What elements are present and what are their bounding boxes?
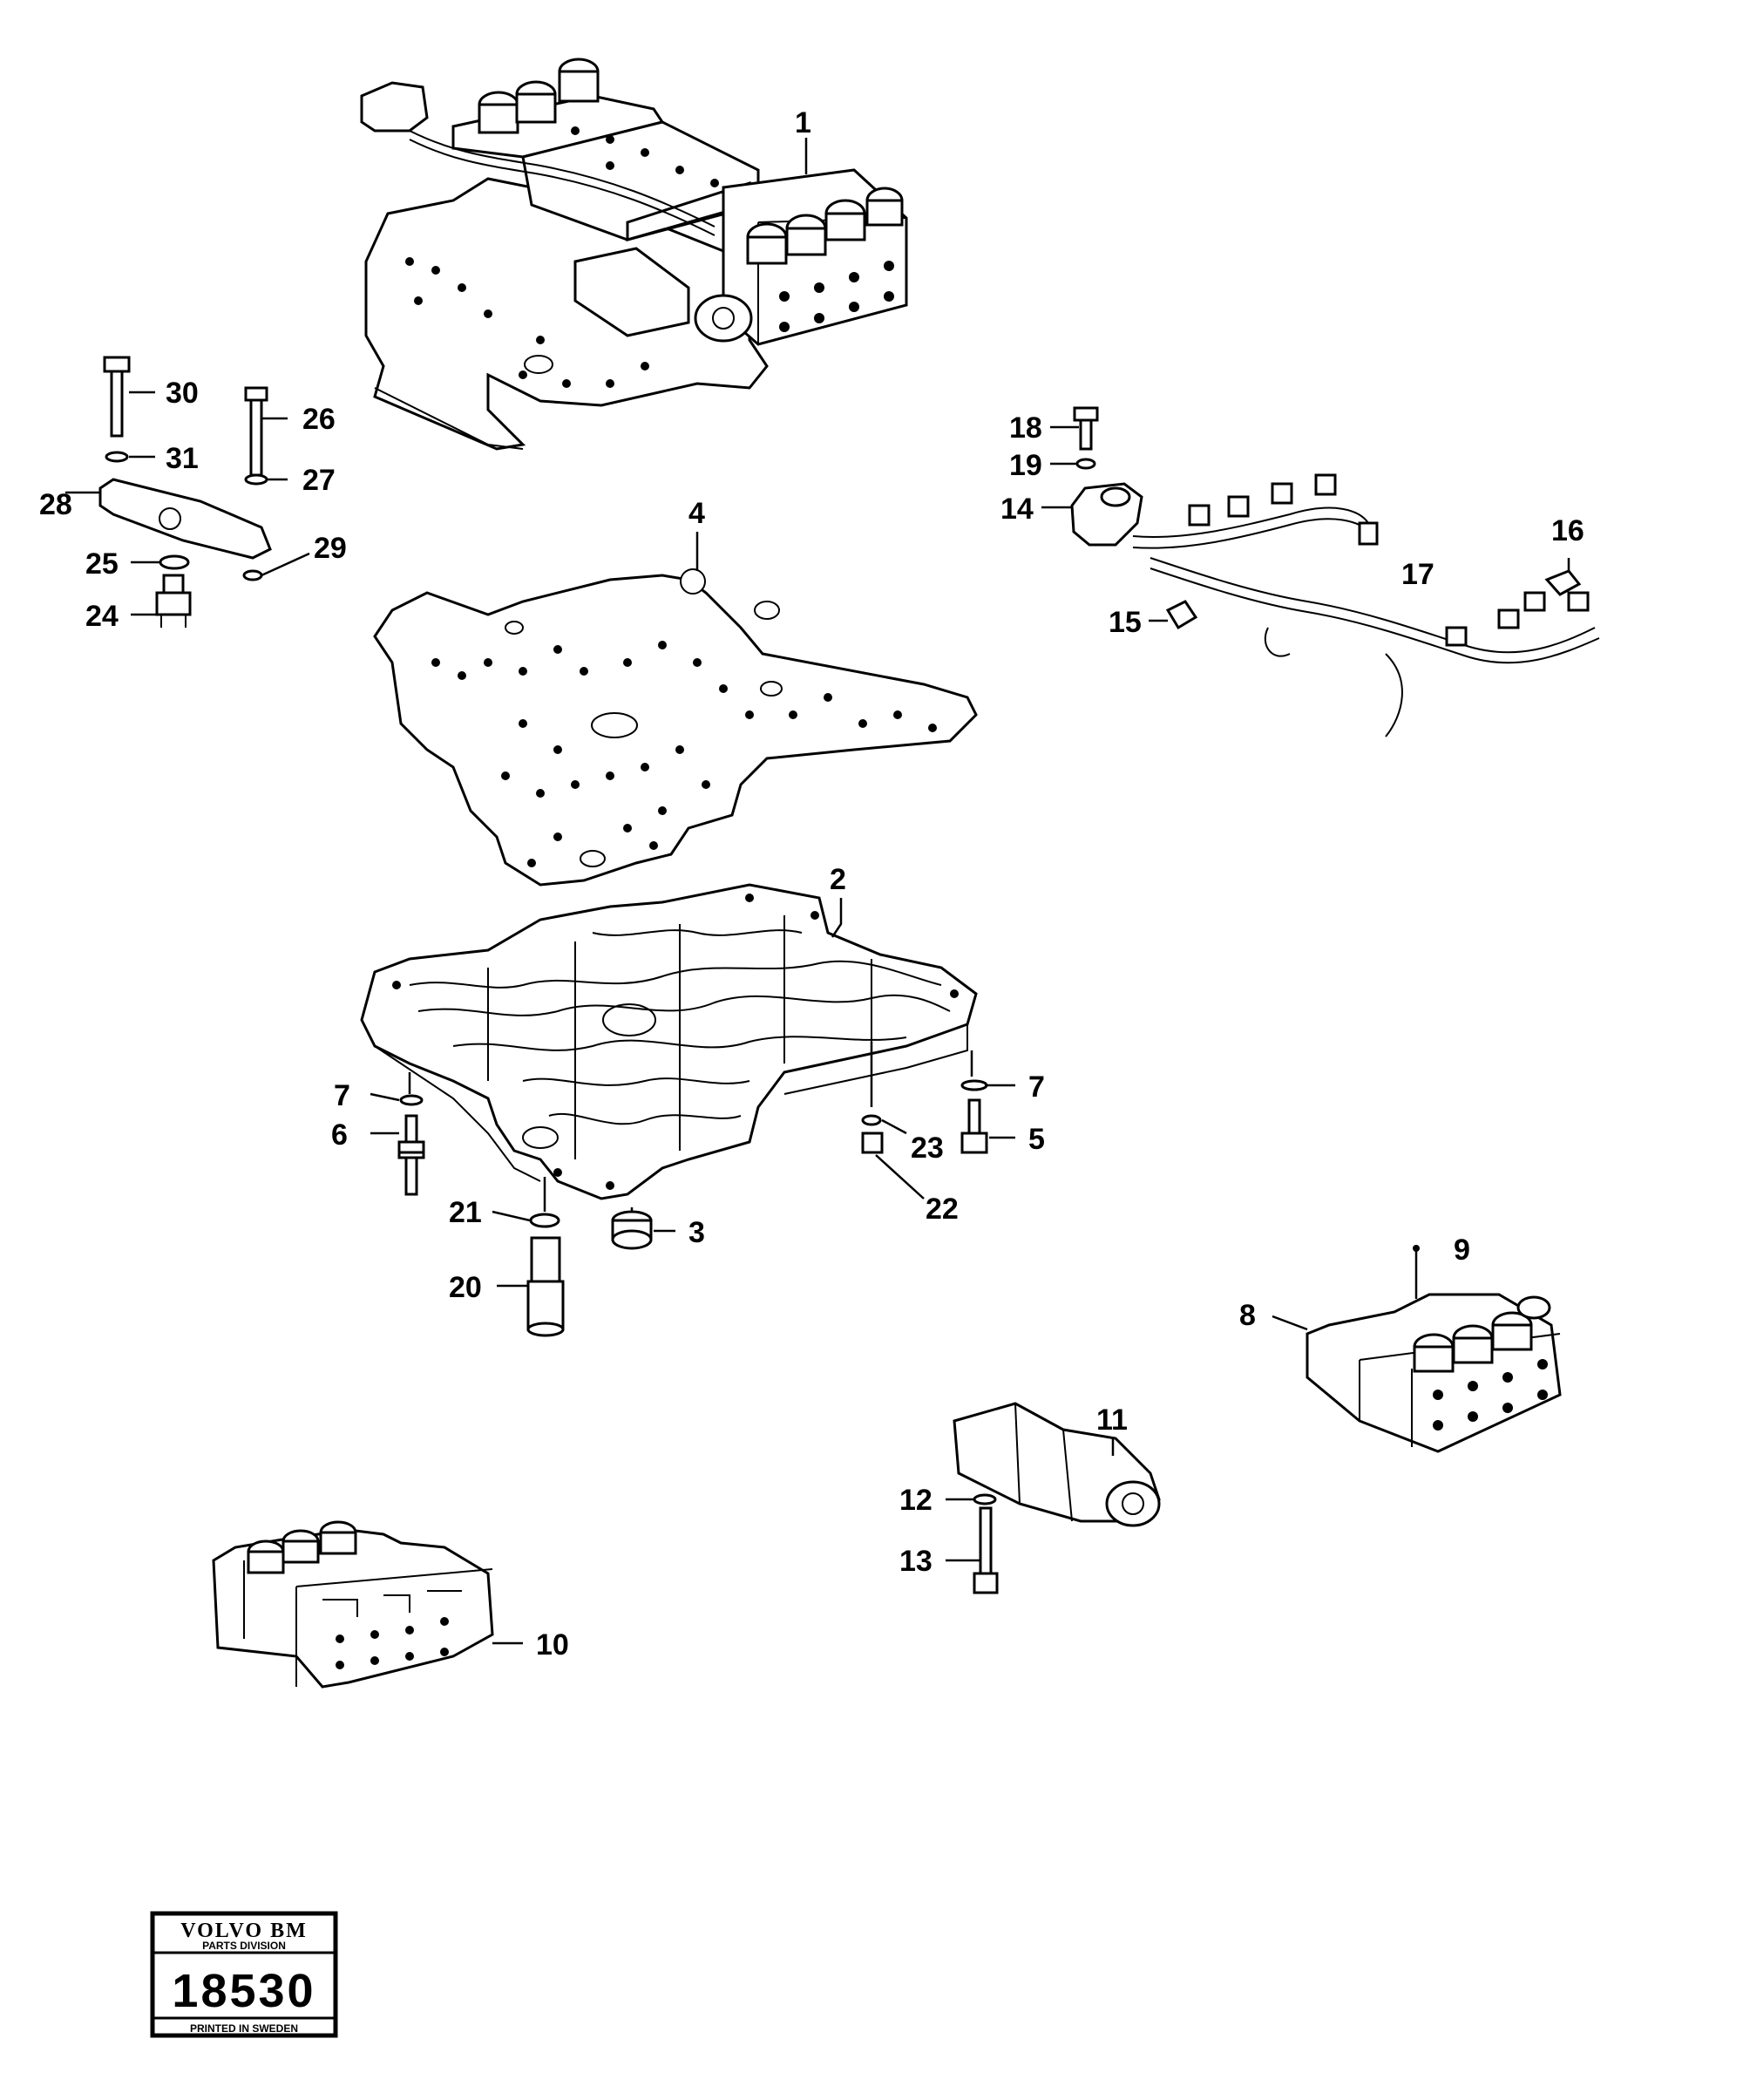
callout-22: 22 [926, 1193, 959, 1226]
separator-plate [373, 532, 978, 887]
callout-31: 31 [166, 442, 199, 475]
plug-22-23 [861, 1042, 925, 1200]
callout-15: 15 [1109, 606, 1142, 639]
callout-7b: 7 [1028, 1070, 1045, 1104]
lower-valve-block [212, 1520, 523, 1689]
callout-18: 18 [1009, 411, 1042, 445]
wiring-harness [1041, 406, 1600, 737]
callout-17: 17 [1401, 558, 1434, 591]
solenoid-valve [946, 1402, 1161, 1594]
callout-25: 25 [85, 547, 119, 581]
callout-16: 16 [1551, 514, 1584, 547]
right-valve-block [1272, 1245, 1562, 1453]
callout-6: 6 [331, 1118, 348, 1152]
stamp-number: 18530 [172, 1965, 315, 2017]
bolt-left [370, 1072, 425, 1196]
callout-23: 23 [911, 1132, 944, 1165]
callout-19: 19 [1009, 449, 1042, 482]
callout-24: 24 [85, 600, 119, 633]
callout-29: 29 [314, 532, 347, 565]
callout-5: 5 [1028, 1123, 1045, 1156]
callout-20: 20 [449, 1271, 482, 1304]
callout-21: 21 [449, 1196, 482, 1229]
callout-27: 27 [302, 464, 336, 497]
callout-3: 3 [688, 1216, 705, 1249]
volvo-bm-stamp: VOLVO BM PARTS DIVISION 18530 PRINTED IN… [150, 1911, 338, 2038]
callout-11: 11 [1096, 1403, 1128, 1437]
callout-4: 4 [688, 497, 705, 530]
callout-10: 10 [536, 1628, 569, 1662]
valve-plunger [492, 1177, 565, 1337]
callout-8: 8 [1239, 1299, 1256, 1332]
callout-13: 13 [899, 1545, 933, 1578]
callout-2: 2 [830, 863, 846, 896]
bracket-assembly [65, 356, 310, 628]
callout-26: 26 [302, 403, 336, 436]
stamp-division: PARTS DIVISION [202, 1940, 286, 1952]
callout-30: 30 [166, 377, 199, 410]
valve-housing [360, 883, 978, 1200]
callout-7a: 7 [334, 1079, 350, 1112]
callout-1: 1 [795, 106, 811, 139]
valve-body-assembly [360, 58, 908, 451]
bolt-right [960, 1050, 1015, 1154]
stamp-brand: VOLVO BM [180, 1920, 308, 1942]
callout-28: 28 [39, 488, 72, 521]
callout-labels: 1 2 3 4 5 6 7 7 8 9 10 11 12 13 14 15 16… [39, 106, 1584, 1662]
callout-14: 14 [1000, 493, 1034, 526]
callout-12: 12 [899, 1484, 933, 1517]
plug [611, 1207, 675, 1250]
stamp-printed: PRINTED IN SWEDEN [190, 2022, 298, 2035]
callout-9: 9 [1454, 1233, 1470, 1267]
